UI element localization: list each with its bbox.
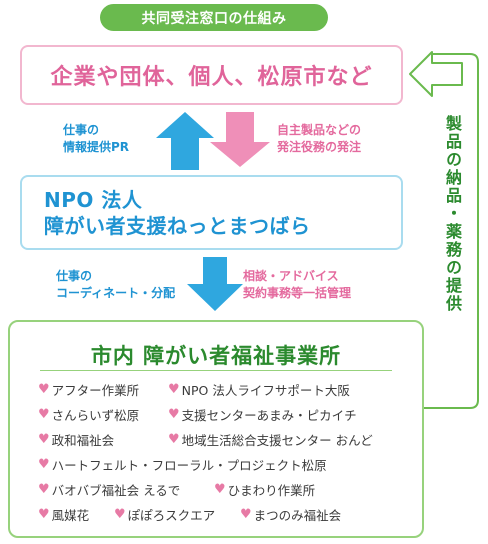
npo-box: NPO 法人 障がい者支援ねっとまつばら	[20, 175, 403, 250]
heart-icon: ♥	[214, 482, 226, 497]
left-arrow-icon	[409, 51, 463, 97]
npo-type: NPO 法人	[44, 188, 143, 212]
heart-icon: ♥	[114, 507, 126, 522]
delivery-label: 製品の納品・薬務の提供	[443, 115, 462, 313]
list-item: ♥ ぽぽろスクエア	[114, 507, 216, 523]
clients-label: 企業や団体、個人、松原市など	[50, 65, 373, 90]
list-item: ♥ バオバブ福祉会 えるで	[38, 482, 181, 498]
heart-icon: ♥	[38, 457, 50, 472]
list-item: ♥ 支援センターあまみ・ピカイチ	[168, 407, 357, 423]
info-pr-label: 仕事の 情報提供PR	[63, 123, 130, 154]
list-item: ♥ NPO 法人ライフサポート大阪	[168, 382, 350, 398]
heart-icon: ♥	[38, 432, 50, 447]
order-label: 自主製品などの 発注役務の発注	[277, 123, 362, 154]
heart-icon: ♥	[168, 382, 180, 397]
heart-icon: ♥	[38, 507, 50, 522]
list-item: ♥ さんらいず松原	[38, 407, 140, 423]
list-item: ♥ 政和福祉会	[38, 432, 115, 448]
list-item: ♥ ひまわり作業所	[214, 482, 316, 498]
diagram-title: 共同受注窓口の仕組み	[100, 4, 328, 31]
down-arrow-lower-icon	[187, 257, 243, 311]
clients-box: 企業や団体、個人、松原市など	[20, 45, 403, 105]
list-item: ♥ まつのみ福祉会	[240, 507, 342, 523]
list-item: ♥ 地域生活総合支援センター おんど	[168, 432, 373, 448]
facilities-box: 市内 障がい者福祉事業所 ♥ アフター作業所 ♥ NPO 法人ライフサポート大阪…	[8, 320, 424, 538]
list-item: ♥ 風媒花	[38, 507, 90, 523]
list-item: ♥ ハートフェルト・フローラル・プロジェクト松原	[38, 457, 327, 473]
heart-icon: ♥	[38, 482, 50, 497]
npo-name: 障がい者支援ねっとまつばら	[44, 214, 311, 238]
coordination-label: 仕事の コーディネート・分配	[56, 269, 176, 300]
heart-icon: ♥	[38, 382, 50, 397]
heart-icon: ♥	[168, 407, 180, 422]
facilities-heading: 市内 障がい者福祉事業所	[90, 344, 342, 368]
heart-icon: ♥	[240, 507, 252, 522]
management-label: 相談・アドバイス 契約事務等一括管理	[243, 269, 352, 300]
heading-divider	[40, 370, 392, 371]
return-connector	[424, 53, 479, 409]
heart-icon: ♥	[168, 432, 180, 447]
heart-icon: ♥	[38, 407, 50, 422]
down-arrow-icon	[210, 112, 270, 167]
up-arrow-icon	[156, 112, 214, 170]
list-item: ♥ アフター作業所	[38, 382, 140, 398]
